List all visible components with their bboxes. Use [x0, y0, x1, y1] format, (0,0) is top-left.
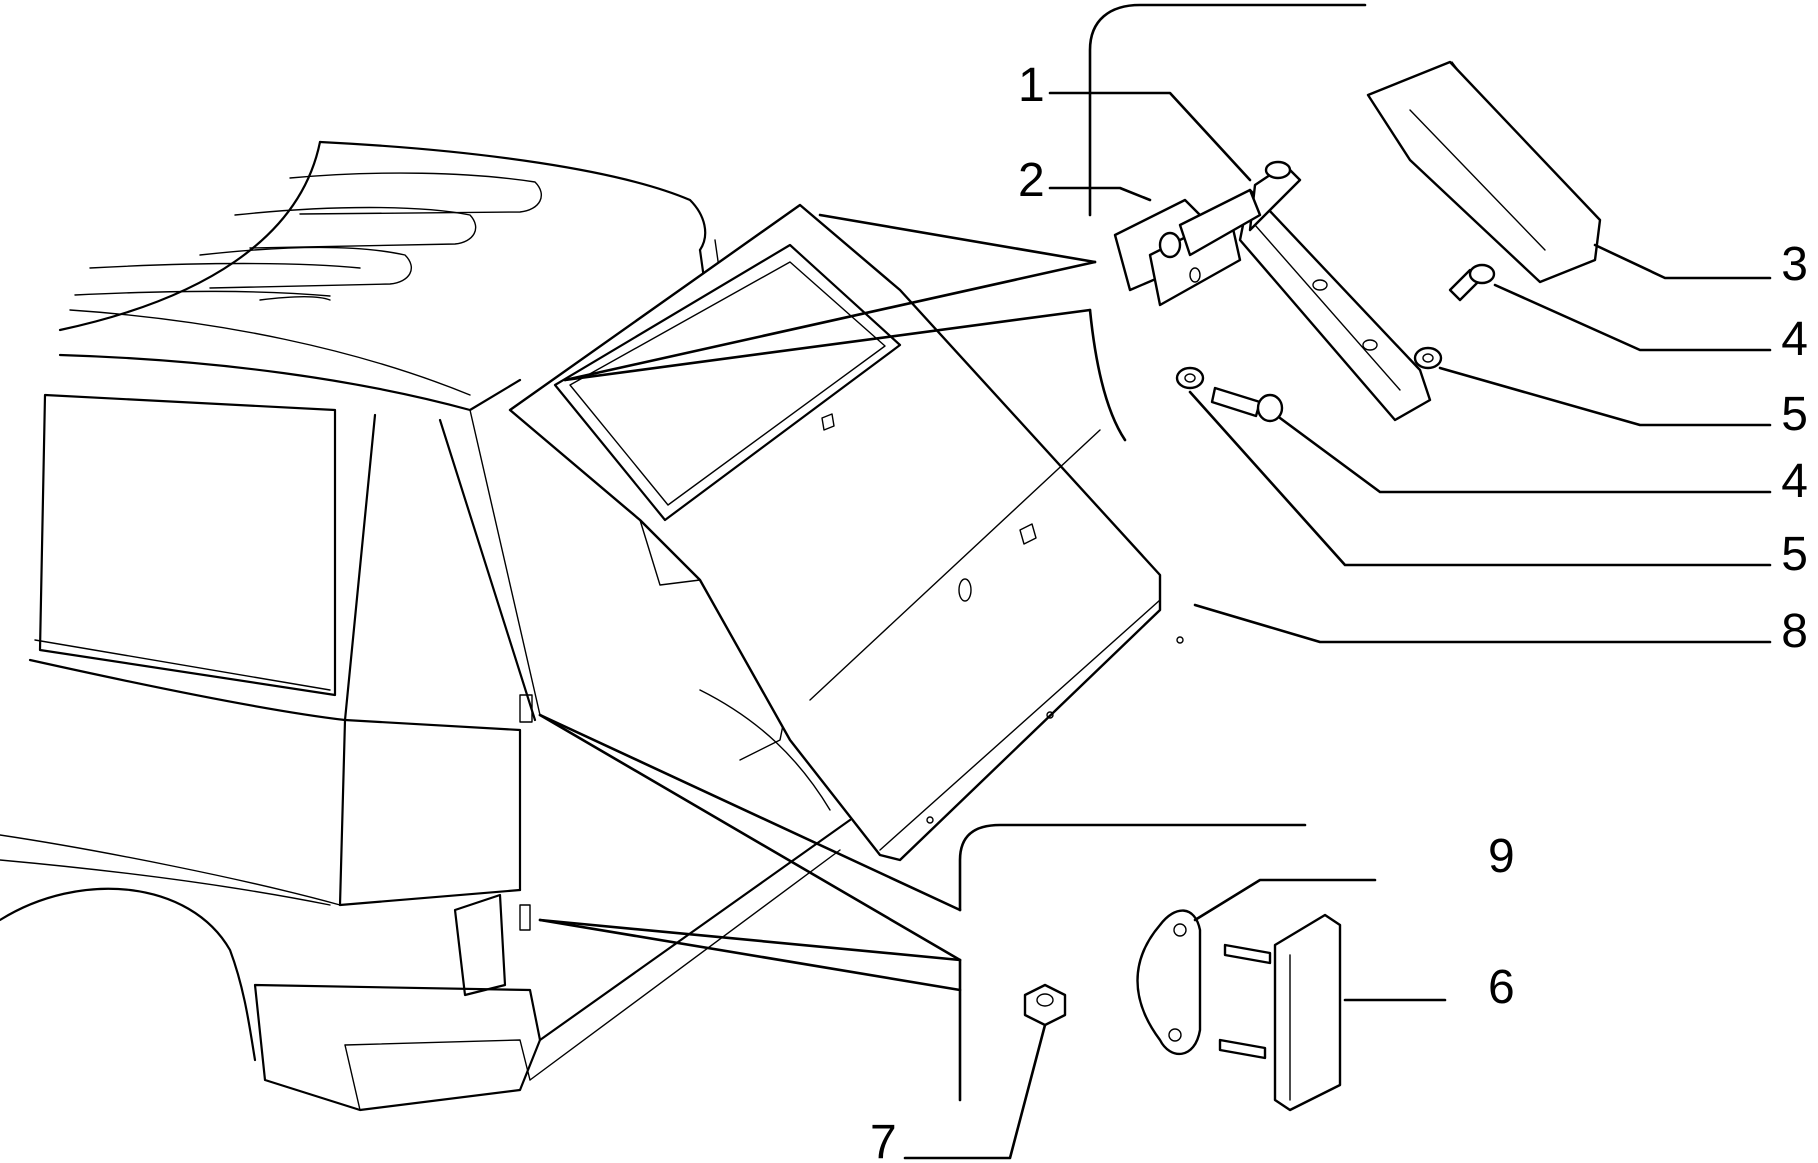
rubber-stop-assembly: [1023, 909, 1342, 1112]
callout-6: 6: [1488, 961, 1515, 1014]
callout-5-lower: 5: [1781, 528, 1808, 581]
callout-9: 9: [1488, 830, 1515, 883]
callout-leaders: [903, 91, 1772, 1160]
callout-4-upper: 4: [1781, 313, 1808, 366]
callout-labels: 1 2 3 4 5 4 5 8 9 6 7: [870, 59, 1808, 1163]
vehicle-body: [0, 140, 852, 1112]
callout-4-lower: 4: [1781, 455, 1808, 508]
fasteners-upper: [1175, 263, 1496, 423]
hinge-cover: [1366, 60, 1602, 284]
tailgate-panel: [508, 203, 1184, 862]
callout-1: 1: [1018, 59, 1045, 112]
callout-7: 7: [870, 1116, 897, 1163]
callout-8: 8: [1781, 605, 1808, 658]
hinge-assembly: [1113, 160, 1432, 422]
reference-lines: [538, 3, 1367, 1102]
callout-2: 2: [1018, 154, 1045, 207]
callout-5-upper: 5: [1781, 388, 1808, 441]
callout-3: 3: [1781, 238, 1808, 291]
